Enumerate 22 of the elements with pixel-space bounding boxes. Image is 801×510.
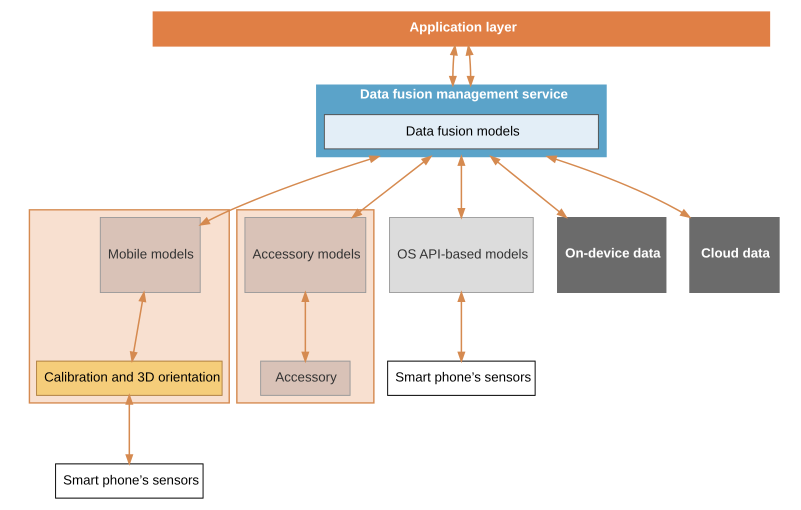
- arrow: [466, 44, 475, 88]
- arrow: [130, 290, 146, 364]
- node-box: Cloud data: [689, 216, 780, 294]
- arrow: [125, 393, 134, 466]
- arrow: [448, 44, 458, 88]
- node-box: Smart phone’s sensors: [55, 463, 204, 499]
- node-box: Application layer: [152, 11, 770, 47]
- arrow: [350, 155, 433, 219]
- node-box: Calibration and 3D orientation: [36, 360, 223, 396]
- node-box: Accessory models: [244, 216, 366, 294]
- node-box: On-device data: [557, 216, 666, 294]
- node-box: Data fusion models: [324, 114, 599, 150]
- arrow: [301, 290, 310, 364]
- arrow: [198, 155, 381, 226]
- arrow: [457, 290, 466, 364]
- node-box: Accessory: [260, 360, 351, 396]
- node-box: Mobile models: [100, 216, 201, 294]
- node-box: OS API-based models: [389, 216, 534, 294]
- arrow: [489, 155, 568, 219]
- arrow: [545, 156, 692, 218]
- node-box: Smart phone’s sensors: [387, 360, 536, 396]
- arrow: [457, 154, 466, 220]
